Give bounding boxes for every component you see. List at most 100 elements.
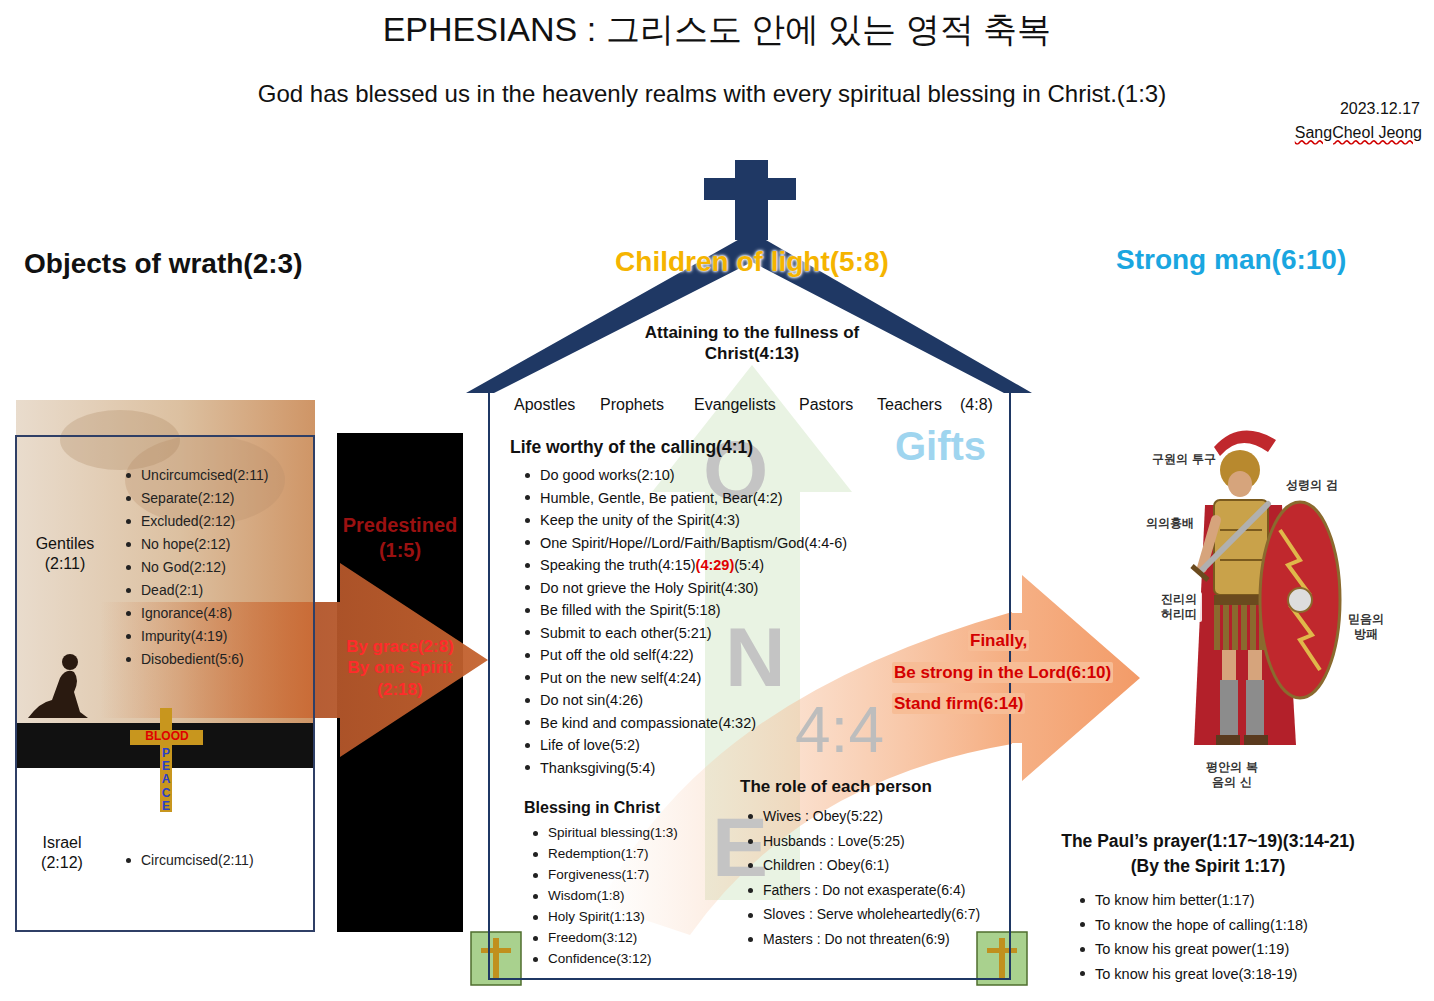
soldier-shield xyxy=(1260,502,1340,698)
gentiles-photo xyxy=(16,400,315,723)
soldier-greave xyxy=(1220,680,1238,735)
list-heading: The role of each person xyxy=(740,777,932,796)
armor-label: 믿음의 방패 xyxy=(1343,612,1389,642)
list-item: Be filled with the Spirit(5:18) xyxy=(540,602,721,618)
cross-symbol xyxy=(704,178,796,200)
section-heading: Strong man(6:10) xyxy=(1116,242,1346,277)
gift-label: Apostles xyxy=(514,396,575,413)
soldier-face xyxy=(1228,471,1252,497)
list-item: Holy Spirit(1:13) xyxy=(548,909,645,926)
list-item: Forgiveness(1:7) xyxy=(548,867,649,882)
list-item: Children : Obey(6:1) xyxy=(763,857,889,873)
list-item: Freedom(3:12) xyxy=(548,930,637,945)
soldier-skirt xyxy=(1232,605,1238,650)
armor-label: 진리의 허리띠 xyxy=(1156,592,1202,622)
list-item: No God(2:12) xyxy=(141,559,226,577)
list-item: Disobedient(5:6) xyxy=(141,651,244,667)
gift-label: Teachers xyxy=(877,395,942,415)
gift-label: Prophets xyxy=(600,395,664,415)
gift-label: Evangelists xyxy=(694,396,776,413)
list-item: No hope(2:12) xyxy=(141,536,231,554)
exhortation: Be strong in the Lord(6:10) xyxy=(892,662,1113,683)
armor-label: 성령의 검 xyxy=(1284,478,1340,493)
bar-label: Predestined (1:5) xyxy=(343,514,457,561)
section-heading: Strong man(6:10) xyxy=(1116,244,1346,275)
gift-label: (4:8) xyxy=(960,396,993,413)
list-item: Husbands : Love(5:25) xyxy=(763,833,905,851)
armor-label: 평안의 복음의 신 xyxy=(1198,760,1266,790)
list-item: Do not sin(4:26) xyxy=(540,692,643,708)
armor-label: 구원의 투구 xyxy=(1150,452,1218,467)
arrow-glow xyxy=(100,602,315,718)
list-item: Thanksgiving(5:4) xyxy=(540,760,655,776)
list-item: Do not sin(4:26) xyxy=(540,691,643,709)
group-label: Israel (2:12) xyxy=(41,834,83,871)
list-item: Separate(2:12) xyxy=(141,490,234,508)
list-item: (5:4) xyxy=(734,557,764,573)
section-heading: Children of light(5:8) xyxy=(542,244,962,279)
house-of-light: Children of light(5:8)Attaining to the f… xyxy=(488,393,1011,980)
list-item: Put off the old self(4:22) xyxy=(540,647,694,663)
list-item: Disobedient(5:6) xyxy=(141,651,244,669)
roof-label: Attaining to the fullness of Christ(4:13… xyxy=(627,322,877,365)
list-item: Be kind and compassionate(4:32) xyxy=(540,715,756,731)
list-item: Speaking the truth(4:15)(4:29)(5:4) xyxy=(540,556,764,574)
list-item: Redemption(1:7) xyxy=(548,846,649,863)
list-item: Dead(2:1) xyxy=(141,582,203,598)
exhortation: Stand firm(6:14) xyxy=(892,693,1025,714)
section-heading: Objects of wrath(2:3) xyxy=(24,248,302,279)
list-item: Thanksgiving(5:4) xyxy=(540,759,655,777)
prayer-heading: The Paul’s prayer(1:17~19)(3:14-21) xyxy=(1000,831,1416,853)
list-item: No hope(2:12) xyxy=(141,536,231,552)
list-item: Life of love(5:2) xyxy=(540,736,640,754)
edge-label: By grace(2:8) By one Spirit (2:18) xyxy=(340,636,460,700)
gift-label: (4:8) xyxy=(960,395,993,415)
cross-tile xyxy=(471,932,521,985)
soldier-skirt xyxy=(1214,605,1220,650)
gift-label: Evangelists xyxy=(694,395,776,415)
watermark-number: 4:4 xyxy=(795,690,884,770)
block-arrow xyxy=(315,563,488,757)
list-item: Ignorance(4:8) xyxy=(141,605,232,623)
list-item: Wives : Obey(5:22) xyxy=(763,808,883,824)
gentiles-region: Gentiles (2:11)Uncircumcised(2:11)Separa… xyxy=(17,437,315,725)
soldier-greave xyxy=(1246,680,1264,735)
cross-label: PEACE xyxy=(160,747,172,813)
date-note: 2023.12.17 xyxy=(1340,99,1420,119)
list-heading: Blessing in Christ xyxy=(524,798,660,818)
list-item: Circumcised(2:11) xyxy=(141,852,254,868)
list-item: Dead(2:1) xyxy=(141,582,203,600)
list-item: Excluded(2:12) xyxy=(141,513,235,531)
group-label: Israel (2:12) xyxy=(27,833,97,873)
armor-label: 의의흉배 xyxy=(1144,516,1196,531)
list-item: Wives : Obey(5:22) xyxy=(763,808,883,826)
list-heading: The role of each person xyxy=(740,776,932,797)
list-item: Humble, Gentle, Be patient, Bear(4:2) xyxy=(540,490,783,506)
cross-symbol xyxy=(481,948,511,953)
group-label: Gentiles (2:11) xyxy=(25,534,105,574)
list-item: Forgiveness(1:7) xyxy=(548,867,649,884)
house-roof xyxy=(466,232,1032,393)
roof-label: Attaining to the fullness of Christ(4:13… xyxy=(645,323,859,363)
list-item: Do good works(2:10) xyxy=(540,466,675,484)
list-item: Do not grieve the Holy Spirit(4:30) xyxy=(540,579,758,597)
list-item: Fathers : Do not exasperate(6:4) xyxy=(763,882,965,898)
gift-label: Pastors xyxy=(799,395,853,415)
sword-hilt xyxy=(1192,566,1208,580)
list-item: Wisdom(1:8) xyxy=(548,888,625,903)
list-item: One Spirit/Hope//Lord/Faith/Baptism/God(… xyxy=(540,534,847,552)
cross-symbol xyxy=(160,708,172,812)
list-item: Humble, Gentle, Be patient, Bear(4:2) xyxy=(540,489,783,507)
edge-label: Finally, xyxy=(968,630,1029,651)
list-item: Holy Spirit(1:13) xyxy=(548,909,645,924)
section-heading: Children of light(5:8) xyxy=(615,246,889,277)
watermark-letter: N xyxy=(725,605,786,710)
list-item: Keep the unity of the Spirit(4:3) xyxy=(540,511,740,529)
list-item: Put on the new self(4:24) xyxy=(540,670,701,686)
shield-boss xyxy=(1288,588,1312,612)
list-item: Keep the unity of the Spirit(4:3) xyxy=(540,512,740,528)
list-item: Masters : Do not threaten(6:9) xyxy=(763,931,950,949)
soldier-sandal xyxy=(1216,735,1240,745)
